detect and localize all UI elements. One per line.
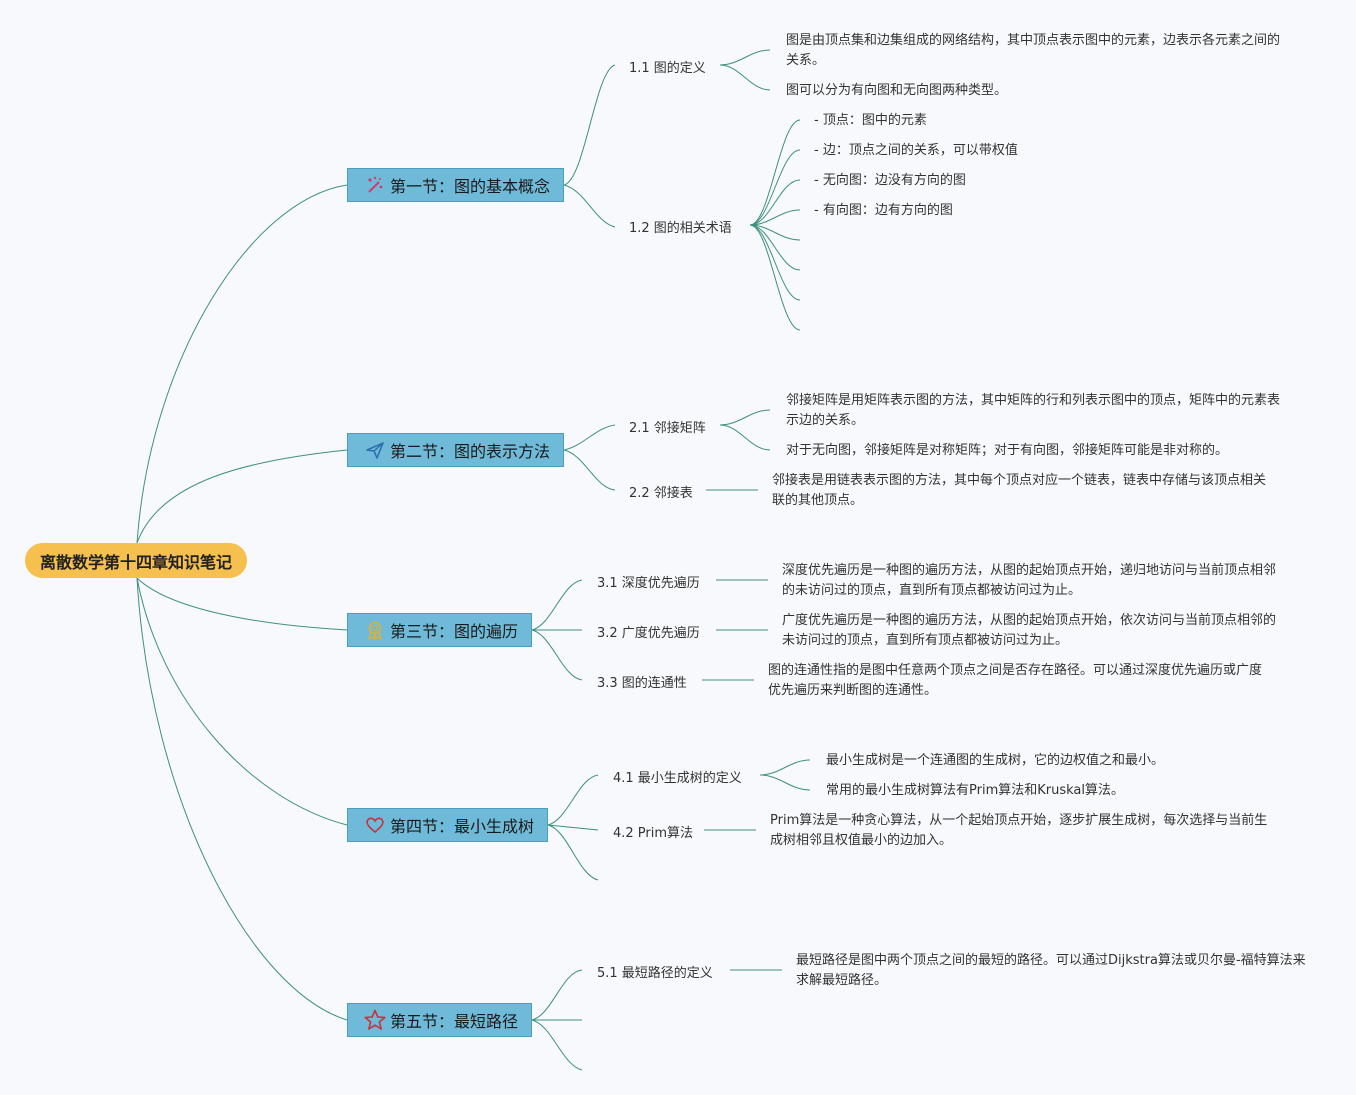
note-1-1-b[interactable]: 图可以分为有向图和无向图两种类型。: [786, 83, 1008, 98]
link-s5-sub1: [531, 969, 583, 1021]
section-1-title: 第一节：图的基本概念: [390, 177, 551, 196]
note-2-2-a[interactable]: 邻接表是用链表表示图的方法，其中每个顶点对应一个链表，链表中存储与该顶点相关联的…: [772, 473, 1267, 508]
note-2-1-b[interactable]: 对于无向图，邻接矩阵是对称矩阵；对于有向图，邻接矩阵可能是非对称的。: [786, 443, 1229, 458]
link-12-e4: [749, 224, 801, 331]
link-s4-sub2: [547, 824, 599, 831]
link-root-s4: [136, 577, 348, 826]
link-12-n3: [749, 179, 801, 226]
subtopic-3-3[interactable]: 3.3 图的连通性: [597, 676, 687, 691]
subtopic-1-1[interactable]: 1.1 图的定义: [629, 61, 706, 76]
note-1-2-c[interactable]: - 无向图：边没有方向的图: [814, 173, 966, 188]
note-3-2-a[interactable]: 广度优先遍历是一种图的遍历方法，从图的起始顶点开始，依次访问与当前顶点相邻的未访…: [782, 613, 1277, 648]
link-root-s5: [136, 577, 348, 1021]
note-4-1-a[interactable]: 最小生成树是一个连通图的生成树，它的边权值之和最小。: [826, 753, 1165, 768]
link-s1-sub1: [563, 64, 616, 186]
note-1-2-d[interactable]: - 有向图：边有方向的图: [814, 203, 953, 218]
subtopic-3-2[interactable]: 3.2 广度优先遍历: [597, 626, 700, 641]
section-3-title: 第三节：图的遍历: [390, 622, 519, 641]
link-s3-sub1: [531, 579, 583, 631]
link-s4-sub1: [547, 774, 599, 826]
link-21-n1: [719, 409, 771, 426]
section-5-title: 第五节：最短路径: [390, 1012, 519, 1031]
section-1-topic[interactable]: 第一节：图的基本概念: [347, 168, 564, 202]
link-11-n2: [719, 64, 771, 91]
magic-wand-icon: [364, 174, 386, 196]
note-1-2-a[interactable]: - 顶点：图中的元素: [814, 113, 927, 128]
note-1-1-a[interactable]: 图是由顶点集和边集组成的网络结构，其中顶点表示图中的元素，边表示各元素之间的关系…: [786, 33, 1281, 68]
link-21-n2: [719, 424, 771, 451]
section-5-topic[interactable]: 第五节：最短路径: [347, 1003, 532, 1037]
note-5-1-a[interactable]: 最短路径是图中两个顶点之间的最短的路径。可以通过Dijkstra算法或贝尔曼-福…: [796, 953, 1306, 988]
link-12-e3: [749, 224, 801, 301]
link-s1-sub2: [563, 184, 616, 228]
subtopic-3-1[interactable]: 3.1 深度优先遍历: [597, 576, 700, 591]
heart-icon: [364, 814, 386, 836]
link-41-n1: [759, 759, 811, 776]
link-s5-sub3: [531, 1019, 583, 1071]
star-icon: [364, 1009, 386, 1031]
root-topic[interactable]: 离散数学第十四章知识笔记: [25, 543, 247, 578]
section-4-topic[interactable]: 第四节：最小生成树: [347, 808, 548, 842]
note-3-3-a[interactable]: 图的连通性指的是图中任意两个顶点之间是否存在路径。可以通过深度优先遍历或广度优先…: [768, 663, 1263, 698]
link-root-s2: [136, 449, 348, 544]
link-root-s1: [136, 184, 348, 544]
subtopic-4-1[interactable]: 4.1 最小生成树的定义: [613, 771, 742, 786]
link-12-e2: [749, 224, 801, 271]
note-2-1-a[interactable]: 邻接矩阵是用矩阵表示图的方法，其中矩阵的行和列表示图中的顶点，矩阵中的元素表示边…: [786, 393, 1281, 428]
link-s3-sub3: [531, 629, 583, 681]
note-4-1-b[interactable]: 常用的最小生成树算法有Prim算法和Kruskal算法。: [826, 783, 1124, 798]
link-11-n1: [719, 49, 771, 66]
section-4-title: 第四节：最小生成树: [390, 817, 535, 836]
section-2-topic[interactable]: 第二节：图的表示方法: [347, 433, 564, 467]
link-12-n2: [749, 149, 801, 226]
link-12-n4: [749, 209, 801, 226]
section-2-title: 第二节：图的表示方法: [390, 442, 551, 461]
link-root-s3: [136, 577, 348, 631]
subtopic-5-1[interactable]: 5.1 最短路径的定义: [597, 966, 713, 981]
subtopic-2-1[interactable]: 2.1 邻接矩阵: [629, 421, 706, 436]
subtopic-4-2[interactable]: 4.2 Prim算法: [613, 826, 694, 841]
link-s2-sub1: [563, 424, 616, 451]
link-41-n2: [759, 774, 811, 791]
section-3-topic[interactable]: 第三节：图的遍历: [347, 613, 532, 647]
paper-plane-icon: [364, 439, 386, 461]
award-medal-icon: [364, 619, 386, 641]
note-3-1-a[interactable]: 深度优先遍历是一种图的遍历方法，从图的起始顶点开始，递归地访问与当前顶点相邻的未…: [782, 563, 1277, 598]
link-s2-sub2: [563, 449, 616, 491]
link-s4-sub3: [547, 824, 599, 881]
note-4-2-a[interactable]: Prim算法是一种贪心算法，从一个起始顶点开始，逐步扩展生成树，每次选择与当前生…: [770, 813, 1268, 848]
note-1-2-b[interactable]: - 边：顶点之间的关系，可以带权值: [814, 143, 1018, 158]
subtopic-2-2[interactable]: 2.2 邻接表: [629, 486, 693, 501]
root-title: 离散数学第十四章知识笔记: [39, 552, 232, 572]
link-12-n1: [749, 119, 801, 226]
subtopic-1-2[interactable]: 1.2 图的相关术语: [629, 221, 732, 236]
